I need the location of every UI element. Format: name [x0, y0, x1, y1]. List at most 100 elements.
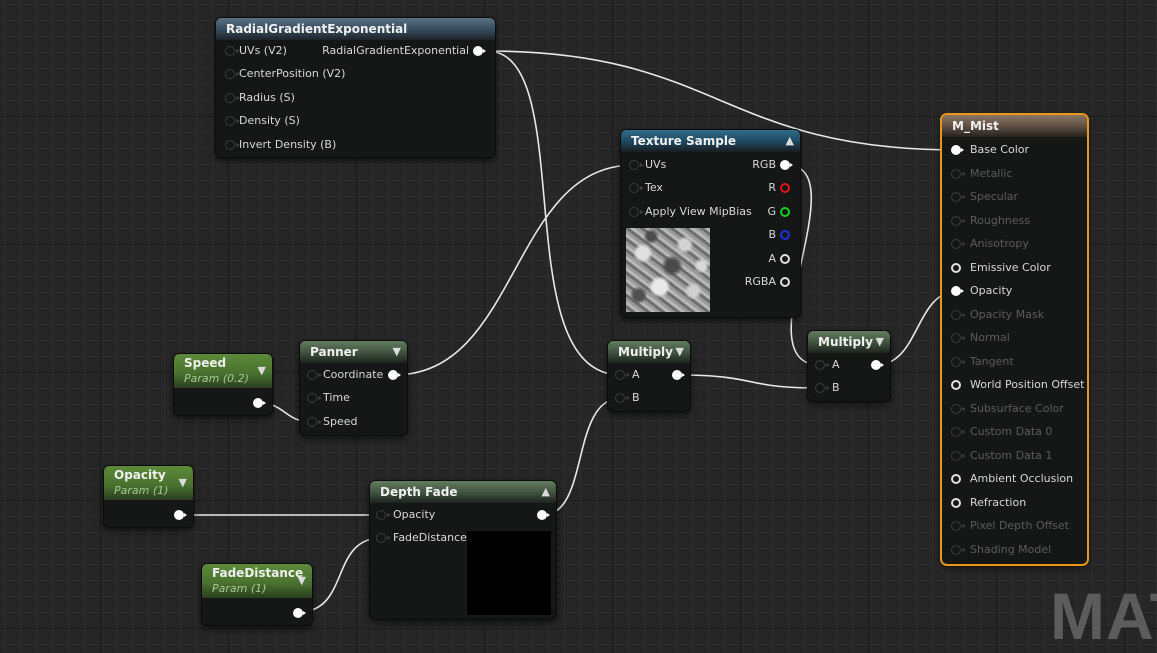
- panner-output-pin-icon[interactable]: [388, 370, 401, 380]
- radial-input-invert-density[interactable]: Invert Density (B): [225, 137, 336, 153]
- texture-output-r[interactable]: R: [768, 180, 790, 196]
- pin-circle-icon[interactable]: [225, 140, 240, 150]
- multiply2-input-b[interactable]: B: [815, 380, 840, 396]
- pin-circle-icon[interactable]: [951, 145, 964, 155]
- material-pin-metallic[interactable]: Metallic: [951, 166, 1013, 182]
- collapse-chevron-icon[interactable]: ▲: [541, 485, 550, 498]
- pin-circle-icon[interactable]: [951, 356, 966, 367]
- collapse-chevron-icon[interactable]: ▲: [785, 134, 794, 147]
- fadedistance-param-node[interactable]: FadeDistance Param (1) ▼: [202, 564, 312, 625]
- material-pin-base-color[interactable]: Base Color: [951, 142, 1029, 158]
- collapse-chevron-icon[interactable]: ▼: [257, 364, 266, 377]
- panner-node[interactable]: Panner▼ Coordinate Time Speed: [300, 341, 407, 435]
- material-pin-opacity-mask[interactable]: Opacity Mask: [951, 307, 1044, 323]
- radial-output[interactable]: RadialGradientExponential: [322, 43, 486, 59]
- pin-circle-icon[interactable]: [951, 427, 966, 437]
- material-pin-custom-data-1[interactable]: Custom Data 1: [951, 448, 1052, 464]
- pin-circle-icon[interactable]: [780, 183, 790, 193]
- material-pin-subsurface-color[interactable]: Subsurface Color: [951, 401, 1064, 417]
- pin-circle-icon[interactable]: [951, 333, 966, 343]
- pin-circle-icon[interactable]: [225, 69, 240, 79]
- multiply2-title[interactable]: Multiply▼: [808, 331, 890, 353]
- pin-circle-icon[interactable]: [780, 277, 790, 287]
- pin-circle-icon[interactable]: [951, 544, 966, 555]
- multiply2-output-pin-icon[interactable]: [871, 360, 884, 370]
- texture-input-uvs[interactable]: UVs: [629, 157, 666, 173]
- material-pin-ambient-occlusion[interactable]: Ambient Occlusion: [951, 471, 1073, 487]
- pin-circle-icon[interactable]: [815, 360, 830, 370]
- panner-input-coordinate[interactable]: Coordinate: [307, 367, 383, 383]
- texture-sample-node[interactable]: Texture Sample▲ UVs Tex Apply View MipBi…: [621, 130, 800, 317]
- pin-circle-icon[interactable]: [780, 207, 790, 217]
- texture-input-mipbias[interactable]: Apply View MipBias: [629, 204, 752, 220]
- pin-circle-icon[interactable]: [615, 370, 630, 380]
- pin-circle-icon[interactable]: [307, 417, 322, 427]
- pin-circle-icon[interactable]: [951, 239, 966, 249]
- opacity-param-header[interactable]: Opacity Param (1) ▼: [104, 466, 193, 500]
- pin-circle-icon[interactable]: [951, 380, 961, 390]
- depth-fade-node[interactable]: Depth Fade▲ Opacity FadeDistance: [370, 481, 556, 619]
- material-pin-roughness[interactable]: Roughness: [951, 213, 1030, 229]
- pin-circle-icon[interactable]: [615, 393, 630, 403]
- pin-circle-icon[interactable]: [780, 230, 790, 240]
- depthfade-output-pin-icon[interactable]: [537, 510, 550, 520]
- multiply1-input-b[interactable]: B: [615, 390, 640, 406]
- material-pin-shading-model[interactable]: Shading Model: [951, 542, 1051, 558]
- material-pin-refraction[interactable]: Refraction: [951, 495, 1026, 511]
- pin-circle-icon[interactable]: [473, 46, 486, 56]
- collapse-chevron-icon[interactable]: ▼: [875, 335, 884, 348]
- pin-circle-icon[interactable]: [951, 192, 966, 202]
- panner-input-speed[interactable]: Speed: [307, 414, 357, 430]
- multiply1-node[interactable]: Multiply▼ A B: [608, 341, 690, 411]
- texture-output-a[interactable]: A: [768, 251, 790, 267]
- pin-circle-icon[interactable]: [225, 116, 240, 126]
- multiply1-title[interactable]: Multiply▼: [608, 341, 690, 363]
- pin-circle-icon[interactable]: [951, 474, 961, 484]
- pin-circle-icon[interactable]: [951, 403, 966, 414]
- multiply1-output-pin-icon[interactable]: [672, 370, 685, 380]
- material-pin-normal[interactable]: Normal: [951, 330, 1010, 346]
- speed-param-header[interactable]: Speed Param (0.2) ▼: [174, 354, 272, 388]
- pin-circle-icon[interactable]: [376, 510, 391, 520]
- speed-output-pin-icon[interactable]: [253, 398, 266, 408]
- texture-input-tex[interactable]: Tex: [629, 180, 663, 196]
- pin-circle-icon[interactable]: [307, 393, 322, 403]
- multiply2-input-a[interactable]: A: [815, 357, 840, 373]
- pin-circle-icon[interactable]: [629, 160, 644, 170]
- opacity-param-node[interactable]: Opacity Param (1) ▼: [104, 466, 193, 527]
- pin-circle-icon[interactable]: [951, 286, 964, 296]
- pin-circle-icon[interactable]: [780, 160, 793, 170]
- pin-circle-icon[interactable]: [629, 207, 644, 217]
- radial-gradient-node[interactable]: RadialGradientExponential UVs (V2) Cente…: [216, 18, 495, 157]
- radial-input-uvs[interactable]: UVs (V2): [225, 43, 287, 59]
- depth-fade-title[interactable]: Depth Fade▲: [370, 481, 556, 503]
- texture-output-rgba[interactable]: RGBA: [745, 274, 790, 290]
- pin-circle-icon[interactable]: [225, 46, 240, 56]
- radial-input-centerposition[interactable]: CenterPosition (V2): [225, 66, 345, 82]
- panner-title[interactable]: Panner▼: [300, 341, 407, 363]
- material-output-title[interactable]: M_Mist: [942, 115, 1087, 137]
- pin-circle-icon[interactable]: [951, 521, 966, 531]
- fadedistance-param-header[interactable]: FadeDistance Param (1) ▼: [202, 564, 312, 598]
- depthfade-input-opacity[interactable]: Opacity: [376, 507, 435, 523]
- multiply2-node[interactable]: Multiply▼ A B: [808, 331, 890, 401]
- depthfade-input-fadedistance[interactable]: FadeDistance: [376, 530, 467, 546]
- speed-param-node[interactable]: Speed Param (0.2) ▼: [174, 354, 272, 415]
- collapse-chevron-icon[interactable]: ▼: [178, 476, 187, 489]
- pin-circle-icon[interactable]: [951, 168, 966, 179]
- material-pin-emissive-color[interactable]: Emissive Color: [951, 260, 1051, 276]
- material-pin-pixel-depth-offset[interactable]: Pixel Depth Offset: [951, 518, 1069, 534]
- pin-circle-icon[interactable]: [376, 533, 391, 543]
- pin-circle-icon[interactable]: [951, 450, 966, 461]
- radial-gradient-title[interactable]: RadialGradientExponential: [216, 18, 495, 40]
- pin-circle-icon[interactable]: [951, 497, 961, 508]
- radial-input-density[interactable]: Density (S): [225, 113, 300, 129]
- multiply1-input-a[interactable]: A: [615, 367, 640, 383]
- material-pin-specular[interactable]: Specular: [951, 189, 1018, 205]
- pin-circle-icon[interactable]: [951, 262, 961, 273]
- texture-output-b[interactable]: B: [768, 227, 790, 243]
- fadedistance-output-pin-icon[interactable]: [293, 608, 306, 618]
- pin-circle-icon[interactable]: [951, 309, 966, 320]
- material-pin-anisotropy[interactable]: Anisotropy: [951, 236, 1029, 252]
